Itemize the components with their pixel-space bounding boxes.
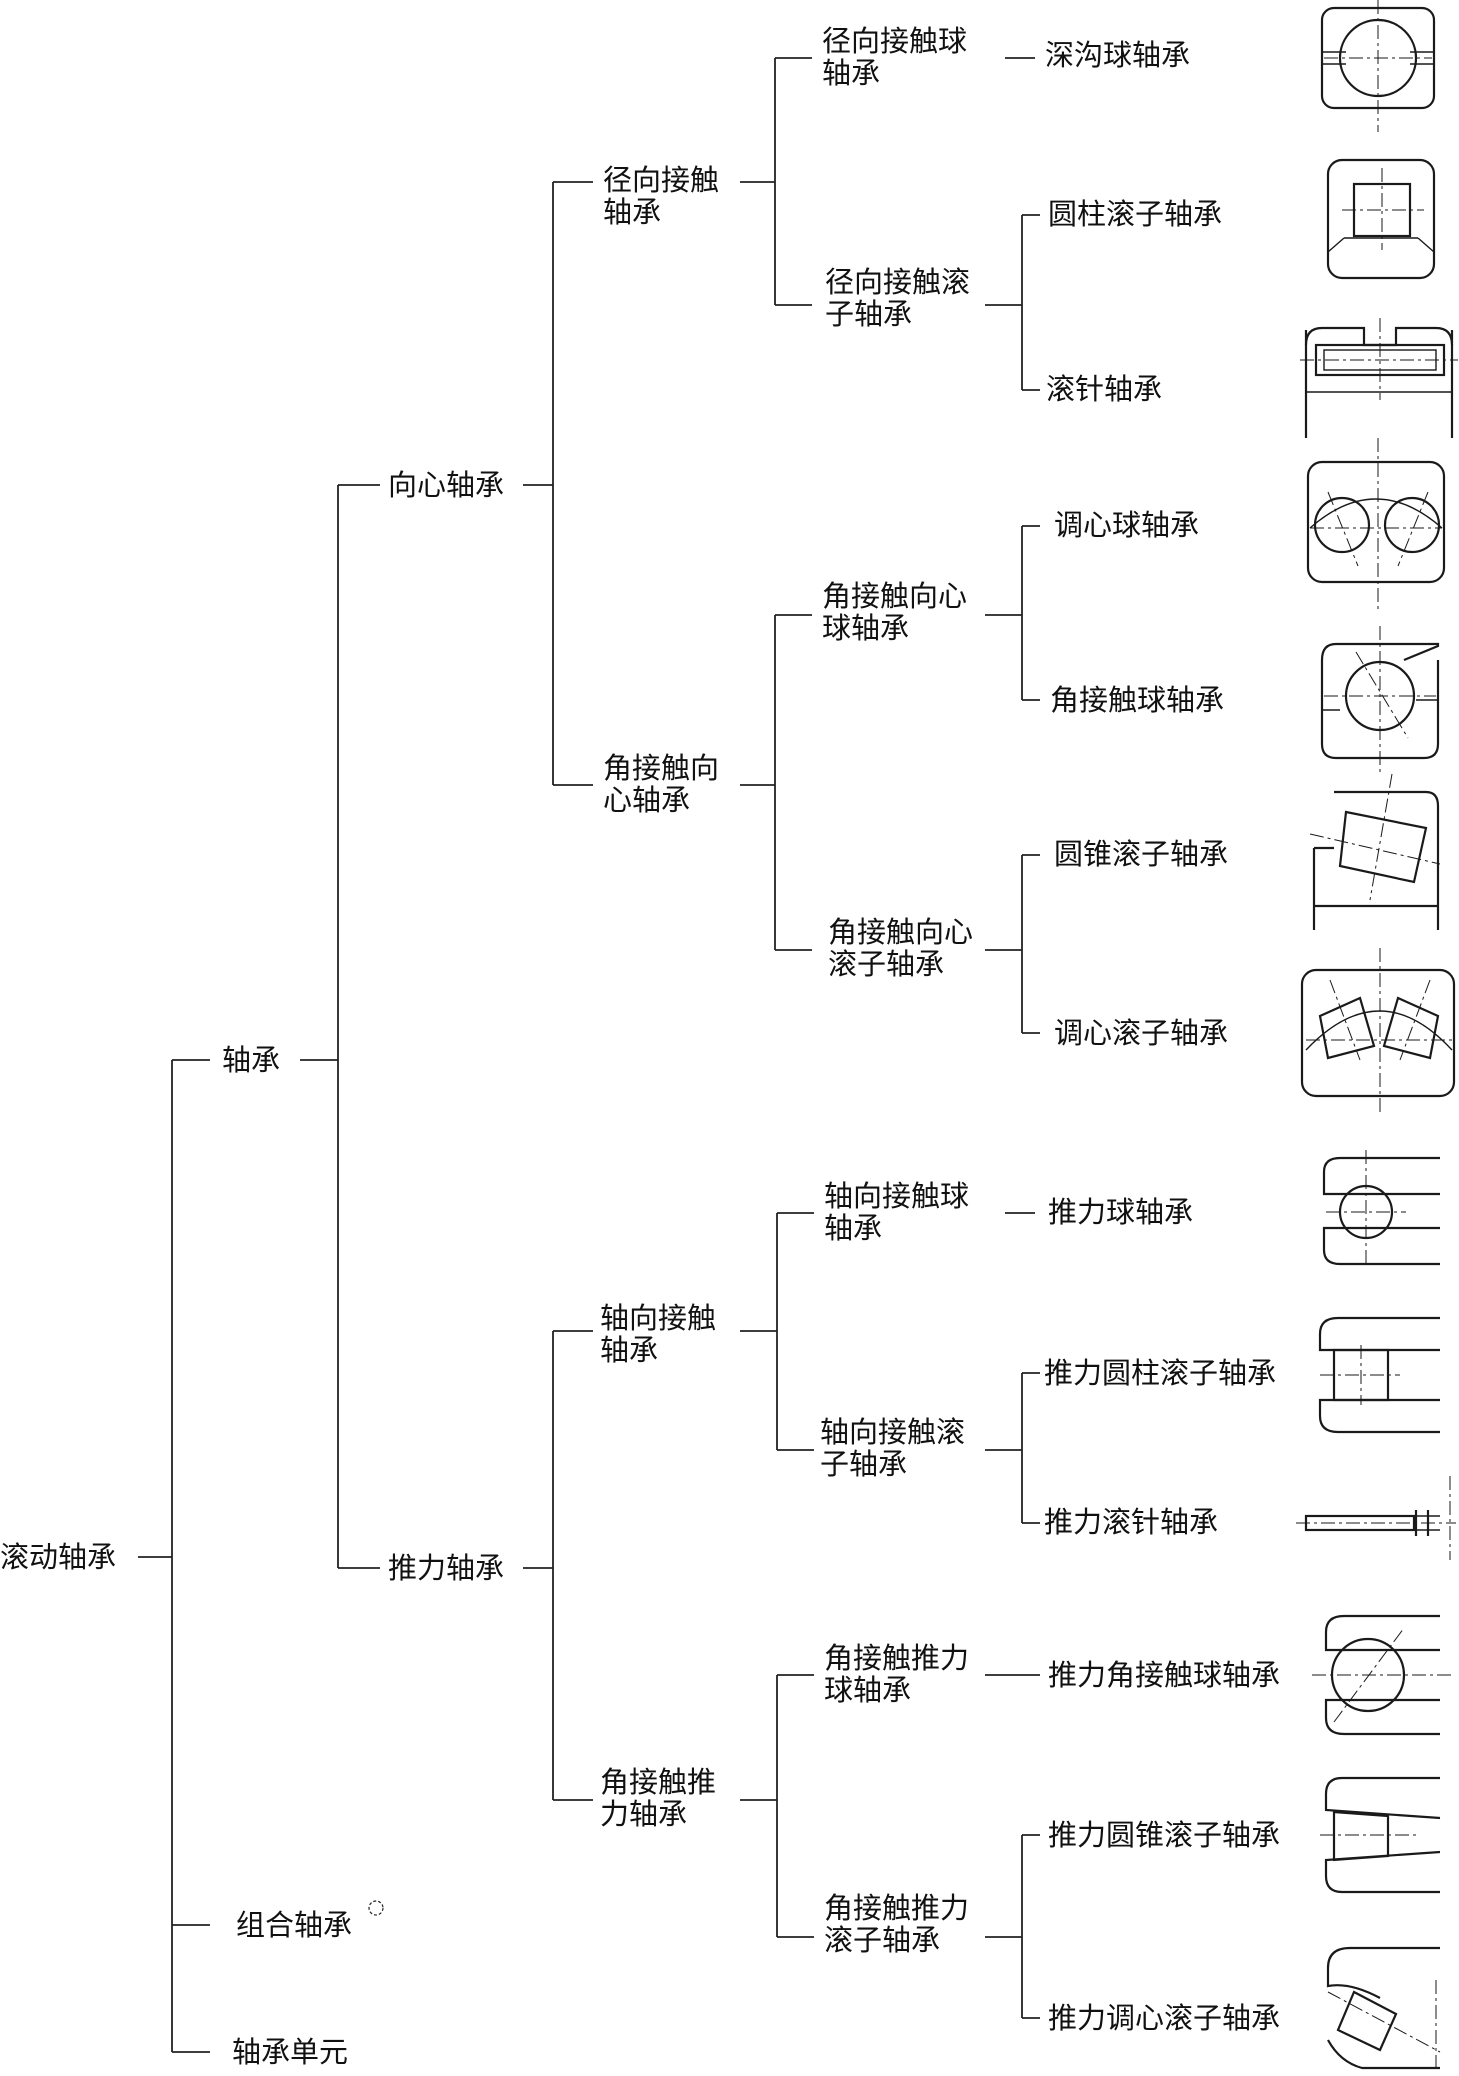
axial-ball-line1: 轴向接触球 [824, 1179, 969, 1213]
leaf-spherical-roller-label: 调心滚子轴承 [1054, 1016, 1228, 1050]
thrust-bearing-label: 推力轴承 [388, 1551, 504, 1585]
angular-roller-line2: 滚子轴承 [828, 947, 944, 981]
leaf-thrust-cyl-label: 推力圆柱滚子轴承 [1044, 1356, 1276, 1390]
leaf-self-align-ball-label: 调心球轴承 [1054, 508, 1199, 542]
leaf-cylindrical-label: 圆柱滚子轴承 [1048, 197, 1222, 231]
leaf-thrust-ang-ball-label: 推力角接触球轴承 [1048, 1658, 1280, 1692]
connector-lines [138, 57, 1040, 2053]
thrust-tapered-roller-bearing-icon [1320, 1776, 1441, 1894]
angular-thrust-line1: 角接触推 [600, 1765, 716, 1799]
node-labels: 滚动轴承 轴承 组合轴承 轴承单元 向心轴承 推力轴承 径向接触 轴承 角接触向… [0, 24, 1280, 2069]
bearing-thumbnails [1296, 0, 1458, 2070]
angthrust-ball-line2: 球轴承 [824, 1673, 911, 1707]
axial-contact-line2: 轴承 [600, 1333, 658, 1367]
tapered-roller-bearing-icon [1309, 773, 1441, 930]
thrust-cylindrical-roller-bearing-icon [1318, 1316, 1440, 1434]
root-label: 滚动轴承 [0, 1540, 116, 1574]
thrust-angular-contact-ball-bearing-icon [1312, 1614, 1454, 1736]
bearing-label: 轴承 [222, 1043, 280, 1077]
combined-bearing-label: 组合轴承 [236, 1908, 352, 1942]
radial-contact-line2: 轴承 [603, 195, 661, 229]
angular-contact-ball-bearing-icon [1320, 626, 1440, 772]
annotation-circle-icon [368, 1900, 384, 1916]
axial-roller-line2: 子轴承 [820, 1447, 907, 1481]
axial-ball-line2: 轴承 [824, 1211, 882, 1245]
thrust-needle-roller-bearing-icon [1296, 1476, 1456, 1560]
radial-contact-line1: 径向接触 [603, 163, 719, 197]
leaf-thrust-needle-label: 推力滚针轴承 [1044, 1505, 1218, 1539]
angular-ball-line1: 角接触向心 [822, 579, 967, 613]
spherical-roller-bearing-icon [1300, 948, 1456, 1112]
axial-roller-line1: 轴向接触滚 [820, 1415, 965, 1449]
leaf-deep-groove-label: 深沟球轴承 [1045, 38, 1190, 72]
thrust-spherical-roller-bearing-icon [1326, 1946, 1441, 2070]
radial-ball-line1: 径向接触球 [822, 24, 967, 58]
needle-roller-bearing-icon [1300, 318, 1458, 438]
radial-bearing-label: 向心轴承 [388, 468, 504, 502]
self-aligning-ball-bearing-icon [1306, 438, 1446, 612]
cylindrical-roller-bearing-icon [1326, 158, 1436, 280]
angular-thrust-line2: 力轴承 [600, 1797, 687, 1831]
angular-radial-line2: 心轴承 [603, 783, 690, 817]
angular-radial-line1: 角接触向 [603, 751, 719, 785]
angular-roller-line1: 角接触向心 [828, 915, 973, 949]
bearing-unit-label: 轴承单元 [232, 2035, 348, 2069]
thrust-ball-bearing-icon [1322, 1150, 1440, 1268]
radial-ball-line2: 轴承 [822, 56, 880, 90]
radial-roller-line2: 子轴承 [825, 297, 912, 331]
axial-contact-line1: 轴向接触 [600, 1301, 716, 1335]
angular-ball-line2: 球轴承 [822, 611, 909, 645]
angthrust-roller-line1: 角接触推力 [824, 1891, 969, 1925]
leaf-needle-label: 滚针轴承 [1046, 372, 1162, 406]
leaf-angular-contact-ball-label: 角接触球轴承 [1050, 683, 1224, 717]
leaf-tapered-label: 圆锥滚子轴承 [1054, 837, 1228, 871]
angthrust-roller-line2: 滚子轴承 [824, 1923, 940, 1957]
leaf-thrust-spherical-label: 推力调心滚子轴承 [1048, 2001, 1280, 2035]
angthrust-ball-line1: 角接触推力 [824, 1641, 969, 1675]
radial-roller-line1: 径向接触滚 [825, 265, 970, 299]
leaf-thrust-tapered-label: 推力圆锥滚子轴承 [1048, 1818, 1280, 1852]
deep-groove-ball-bearing-icon [1320, 0, 1436, 132]
leaf-thrust-ball-label: 推力球轴承 [1048, 1195, 1193, 1229]
